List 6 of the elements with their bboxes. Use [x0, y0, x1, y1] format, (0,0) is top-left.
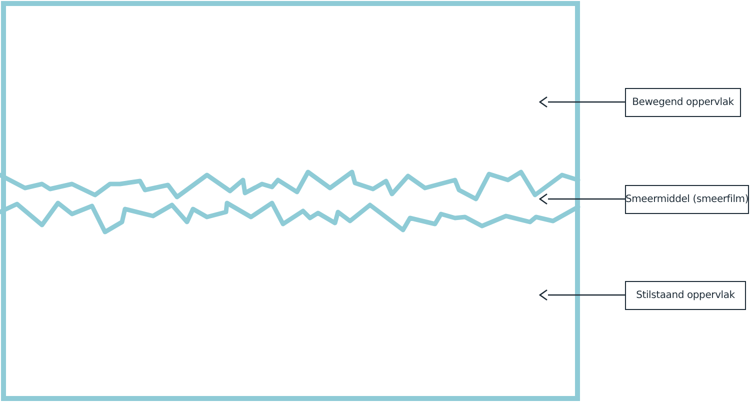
label-box: Smeermiddel (smeerfilm) — [625, 185, 749, 214]
leader-arrow — [539, 193, 625, 205]
label-box: Stilstaand oppervlak — [625, 281, 746, 310]
label-box: Bewegend oppervlak — [625, 88, 741, 117]
leader-arrow — [539, 289, 625, 301]
leader-arrow — [539, 96, 625, 108]
